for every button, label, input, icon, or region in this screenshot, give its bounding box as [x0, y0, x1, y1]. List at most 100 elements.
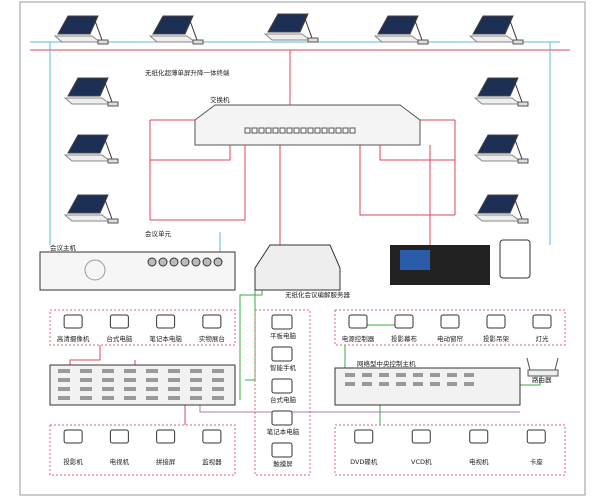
terminal-screen-icon	[477, 134, 519, 154]
port-icon	[102, 369, 114, 373]
touch-monitor-icon	[499, 239, 531, 279]
microphone-icon	[103, 79, 113, 103]
mobile-device-icon	[271, 378, 293, 394]
network-line	[379, 145, 455, 161]
port-icon	[379, 382, 389, 386]
server-label: 无纸化会议编解服务器	[285, 290, 351, 299]
connector-icon	[169, 257, 179, 267]
terminal-base-icon	[53, 35, 102, 43]
conference-unit-icon	[192, 39, 204, 45]
terminal-screen-icon	[267, 13, 309, 33]
source-device-label: 高清摄像机	[57, 334, 90, 343]
port-icon	[168, 396, 180, 400]
port-icon	[362, 382, 372, 386]
port-icon	[190, 369, 202, 373]
media-device-icon	[354, 429, 374, 444]
mobile-device-label: 触摸屏	[273, 459, 293, 468]
switch-label: 交换机	[210, 95, 230, 104]
terminal-base-icon	[473, 154, 522, 162]
ethernet-port-icon	[300, 127, 307, 134]
conference-host-icon	[39, 251, 236, 291]
port-icon	[124, 369, 136, 373]
conference-unit-icon	[417, 39, 429, 45]
port-icon	[80, 378, 92, 382]
port-icon	[58, 378, 70, 382]
microphone-icon	[303, 15, 313, 39]
ethernet-port-icon	[279, 127, 286, 134]
ethernet-port-icon	[293, 127, 300, 134]
mobile-device-icon	[271, 314, 293, 330]
terminal-screen-icon	[67, 134, 109, 154]
outer-frame	[19, 1, 586, 496]
source-device-label: 笔记本电脑	[149, 334, 182, 343]
port-icon	[212, 369, 224, 373]
microphone-icon	[93, 17, 103, 41]
terminal-base-icon	[63, 154, 112, 162]
device-group-box	[49, 309, 236, 346]
display-device-label: 电视机	[110, 457, 130, 466]
matrix-switcher-icon	[49, 364, 236, 406]
display-device-icon	[109, 429, 129, 444]
port-icon	[447, 373, 457, 377]
port-icon	[430, 382, 440, 386]
terminal-base-icon	[63, 214, 112, 222]
mobile-device-icon	[271, 346, 293, 362]
router-antenna-icon	[554, 357, 559, 371]
central-host-label: 网络型中央控制主机	[357, 359, 416, 368]
terminal-screen-icon	[477, 77, 519, 97]
microphone-icon	[513, 136, 523, 160]
network-line	[150, 145, 231, 161]
conference-unit-icon	[107, 218, 119, 224]
mobile-device-label: 笔记本电脑	[267, 427, 300, 436]
port-icon	[396, 373, 406, 377]
port-icon	[430, 373, 440, 377]
terminal-screen-icon	[152, 15, 194, 35]
control-line	[239, 290, 263, 400]
ethernet-port-icon	[321, 127, 328, 134]
port-icon	[212, 378, 224, 382]
display-device-icon	[63, 429, 83, 444]
device-group-box	[254, 309, 311, 476]
port-icon	[168, 369, 180, 373]
port-icon	[464, 382, 474, 386]
display-device-icon	[202, 429, 222, 444]
terminal-screen-icon	[67, 77, 109, 97]
conference-unit-icon	[307, 37, 319, 43]
ethernet-port-icon	[251, 127, 258, 134]
mobile-device-label: 智能手机	[270, 363, 297, 372]
mobile-device-icon	[271, 410, 293, 426]
mobile-device-label: 平板电脑	[270, 331, 297, 340]
terminal-base-icon	[373, 35, 422, 43]
microphone-icon	[413, 17, 423, 41]
ethernet-port-icon	[307, 127, 314, 134]
controlled-device-icon	[440, 314, 460, 329]
port-icon	[379, 373, 389, 377]
port-icon	[212, 396, 224, 400]
fan-icon	[84, 259, 106, 281]
workstation-screen-icon	[400, 250, 430, 270]
server-icon	[254, 244, 341, 291]
media-device-label: 电视机	[469, 457, 489, 466]
device-group-box	[334, 309, 566, 346]
port-icon	[124, 378, 136, 382]
port-icon	[80, 396, 92, 400]
media-device-icon	[469, 429, 489, 444]
controlled-device-icon	[348, 314, 368, 329]
port-icon	[102, 396, 114, 400]
port-icon	[124, 396, 136, 400]
port-icon	[190, 378, 202, 382]
port-icon	[464, 373, 474, 377]
ethernet-port-icon	[342, 127, 349, 134]
port-icon	[413, 373, 423, 377]
controlled-device-icon	[394, 314, 414, 329]
conference-unit-icon	[517, 158, 529, 164]
network-line	[359, 145, 455, 216]
microphone-icon	[513, 79, 523, 103]
connector-icon	[202, 257, 212, 267]
display-device-label: 投影机	[63, 457, 83, 466]
terminal-base-icon	[468, 35, 517, 43]
ethernet-port-icon	[286, 127, 293, 134]
connector-icon	[191, 257, 201, 267]
router-label: 路由器	[532, 375, 552, 384]
